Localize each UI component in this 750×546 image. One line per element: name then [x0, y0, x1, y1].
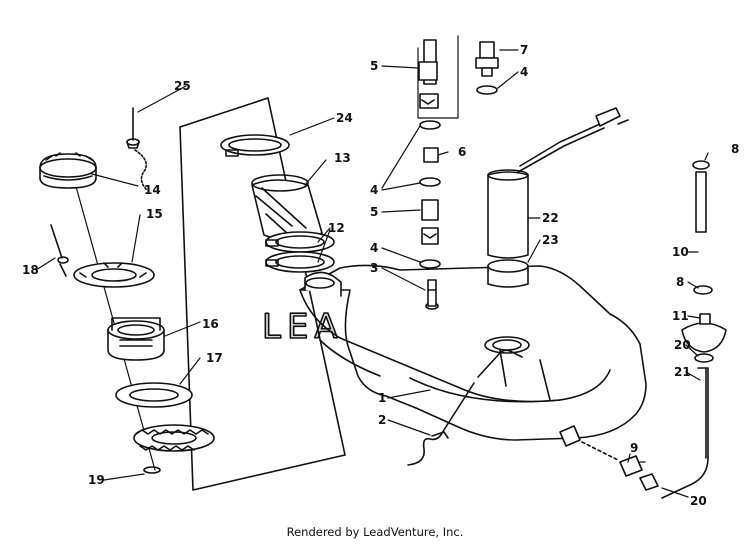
- callout-19: 19: [88, 473, 105, 487]
- cap-assembly-frame: [179, 97, 346, 491]
- outlet-fitting: [559, 425, 659, 491]
- vent-pin: [126, 107, 148, 191]
- callout-13: 13: [334, 151, 351, 165]
- callout-14: 14: [144, 183, 161, 197]
- callout-1: 1: [378, 391, 386, 405]
- leader-lines: [35, 49, 709, 498]
- callout-7: 7: [520, 43, 528, 57]
- fuel-tank: [299, 264, 647, 441]
- seal-ring: [115, 382, 193, 408]
- callout-22: 22: [542, 211, 559, 225]
- lock-ring: [133, 424, 215, 452]
- callout-24: 24: [336, 111, 353, 125]
- callout-3: 3: [370, 261, 378, 275]
- callout-9: 9: [630, 441, 638, 455]
- callout-8: 8: [676, 275, 684, 289]
- filler-neck: [107, 317, 165, 361]
- vent-hose-stack: [417, 35, 459, 269]
- tank-fitting: [427, 279, 437, 307]
- callout-12: 12: [328, 221, 345, 235]
- hose-clamp-top: [220, 134, 290, 157]
- hose-clamps-lower: [265, 231, 335, 273]
- callout-17: 17: [206, 351, 223, 365]
- callout-10: 10: [672, 245, 689, 259]
- callout-18: 18: [22, 263, 39, 277]
- small-washer: [143, 466, 161, 474]
- callout-21: 21: [674, 365, 691, 379]
- tank-strap: [407, 349, 523, 466]
- callout-8: 8: [731, 142, 739, 156]
- callout-15: 15: [146, 207, 163, 221]
- callout-16: 16: [202, 317, 219, 331]
- callout-6: 6: [458, 145, 466, 159]
- callout-4: 4: [370, 183, 378, 197]
- callout-11: 11: [672, 309, 689, 323]
- callout-5: 5: [370, 205, 378, 219]
- callout-20: 20: [690, 494, 707, 508]
- check-valve: [475, 41, 499, 95]
- callout-25: 25: [174, 79, 191, 93]
- callout-23: 23: [542, 233, 559, 247]
- render-credit: Rendered by LeadVenture, Inc.: [287, 525, 464, 539]
- filler-hose: [251, 174, 323, 242]
- callout-4: 4: [520, 65, 528, 79]
- callout-2: 2: [378, 413, 386, 427]
- callout-4: 4: [370, 241, 378, 255]
- gasket: [73, 262, 155, 288]
- callout-20: 20: [674, 338, 691, 352]
- sender-grommet: [487, 259, 529, 288]
- fuel-cap: [39, 152, 97, 189]
- fuel-gauge-sender: [487, 107, 629, 259]
- fuel-line-assembly: [661, 160, 727, 499]
- retaining-pin: [50, 224, 69, 277]
- callout-5: 5: [370, 59, 378, 73]
